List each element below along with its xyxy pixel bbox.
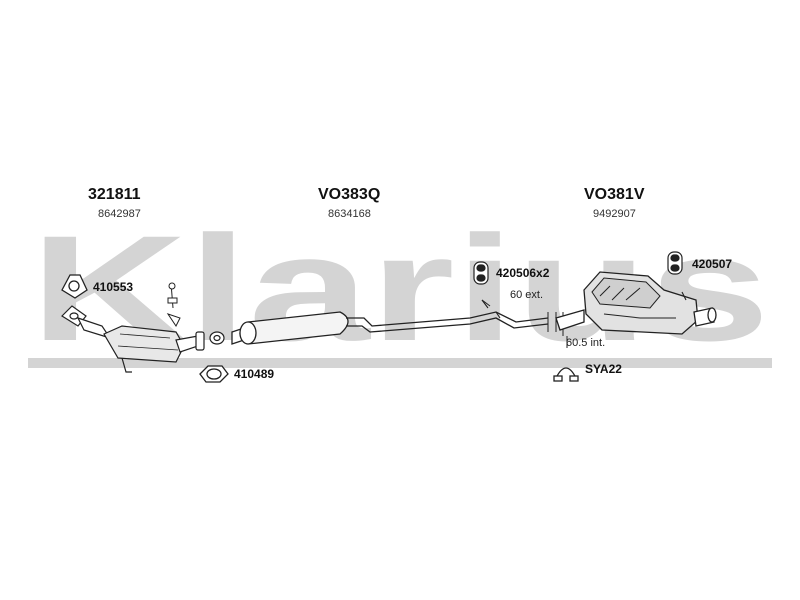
accessory-label-410553: 410553 — [93, 280, 134, 294]
middle-part-number: VO383Q — [318, 186, 381, 203]
mid-pipe-top — [346, 311, 549, 327]
mid-endcap — [239, 321, 257, 345]
cat-sensor — [121, 357, 132, 373]
note-ext: 60 ext. — [510, 289, 544, 301]
ring-gasket-icon — [199, 365, 229, 383]
rear-box-ribs — [599, 285, 641, 301]
hanger-bracket — [481, 299, 491, 307]
clamp-icon — [553, 367, 579, 382]
rear-box-seam — [603, 313, 676, 319]
joint-gasket — [209, 331, 225, 345]
rear-silencer[interactable] — [555, 271, 717, 335]
accessory-label-420506: 420506x2 — [496, 266, 550, 280]
bolt-spring — [166, 282, 181, 327]
cat-inlet-hole — [69, 312, 79, 320]
accessory-label-sya22: SYA22 — [585, 362, 622, 376]
rear-box-top — [591, 277, 661, 309]
cat-body-seams — [117, 333, 179, 351]
accessory-label-420507: 420507 — [692, 257, 733, 271]
accessory-label-410489: 410489 — [234, 367, 275, 381]
middle-oem-number: 8634168 — [328, 208, 371, 220]
rear-oem-number: 9492907 — [593, 208, 636, 220]
mid-pipe-bottom — [346, 317, 549, 333]
rubber-hanger-icon — [473, 261, 489, 285]
rear-part-number: VO381V — [584, 186, 645, 203]
front-oem-number: 8642987 — [98, 208, 141, 220]
note-int: 60.5 int. — [566, 337, 606, 349]
middle-silencer[interactable] — [231, 299, 549, 345]
cat-outlet-flange — [195, 331, 205, 351]
watermark-bar — [28, 358, 772, 368]
catalytic-converter[interactable] — [61, 305, 205, 373]
rubber-hanger-icon-2 — [667, 251, 683, 275]
front-part-number: 321811 — [88, 186, 141, 203]
rear-inlet-pipe — [555, 309, 585, 331]
triangle-flange-gasket-icon — [61, 274, 88, 299]
rear-tailpipe-end — [707, 307, 717, 323]
rear-hanger-pin — [681, 291, 687, 301]
